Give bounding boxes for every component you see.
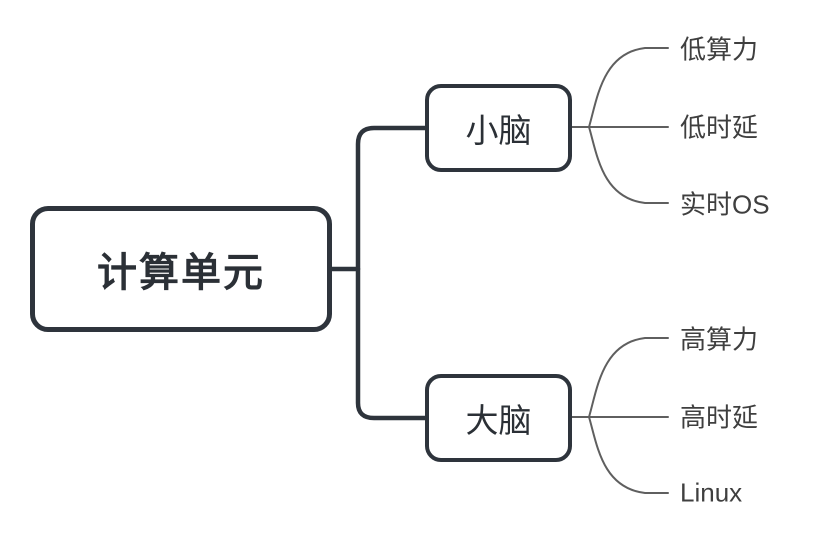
edge-root-branches bbox=[355, 125, 428, 421]
leaf-2-2-label[interactable]: 高时延 bbox=[680, 402, 759, 433]
leaf-1-2-label[interactable]: 低时延 bbox=[680, 112, 759, 143]
subtopic-2-node[interactable]: 大脑 bbox=[425, 374, 572, 462]
edge-subtopic2-leaf3 bbox=[588, 416, 669, 494]
subtopic-2-label: 大脑 bbox=[465, 402, 532, 439]
leaf-2-1-label[interactable]: 高算力 bbox=[680, 324, 759, 355]
leaf-1-1-label[interactable]: 低算力 bbox=[680, 34, 759, 65]
root-topic-label: 计算单元 bbox=[97, 251, 265, 295]
root-topic-node[interactable]: 计算单元 bbox=[30, 206, 332, 332]
edge-subtopic1-leaf1 bbox=[588, 47, 669, 128]
leaf-1-3-label[interactable]: 实时OS bbox=[680, 189, 770, 220]
subtopic-1-label: 小脑 bbox=[465, 112, 532, 149]
edge-subtopic2-leaf1 bbox=[588, 337, 669, 418]
edge-subtopic1-leaf3 bbox=[588, 126, 669, 204]
leaf-2-3-label[interactable]: Linux bbox=[680, 477, 743, 508]
subtopic-1-node[interactable]: 小脑 bbox=[425, 84, 572, 172]
